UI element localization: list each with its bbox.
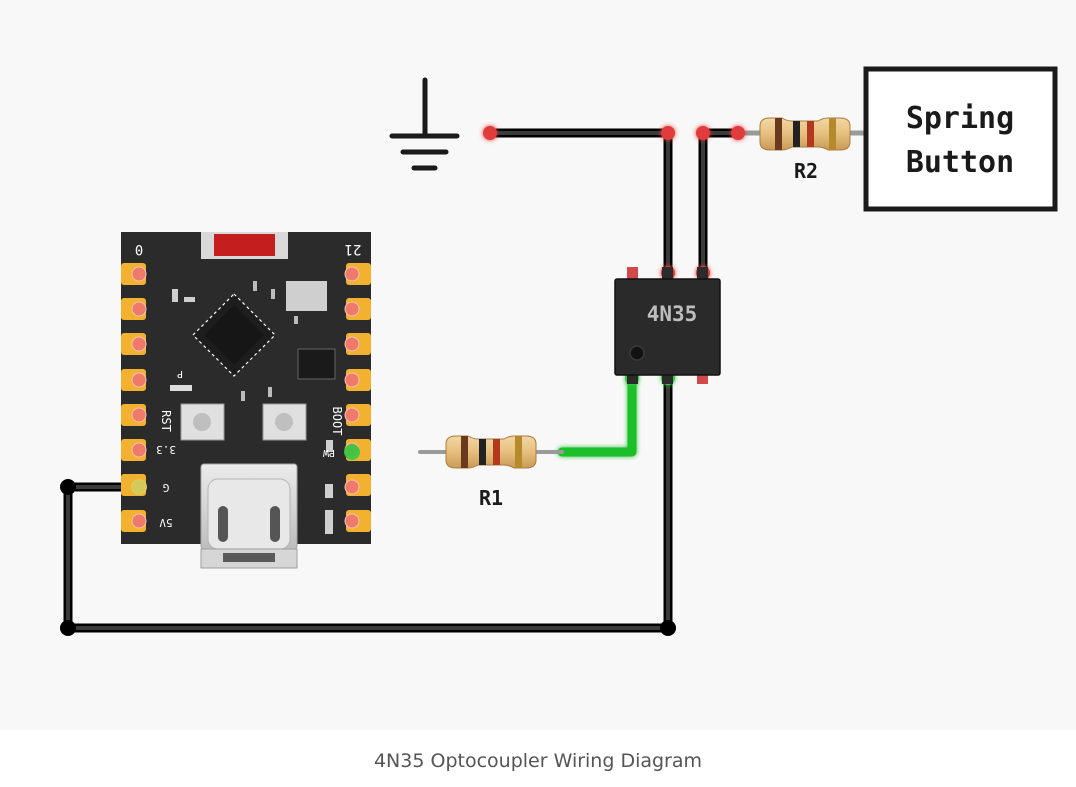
button-label-line1: Spring <box>906 101 1014 136</box>
pin-label-pwr-led: P <box>177 368 183 379</box>
resistor-r1-label: R1 <box>479 486 503 510</box>
optocoupler-label: 4N35 <box>647 302 698 326</box>
pin-label-boot: BOOT <box>330 407 344 436</box>
board-pads <box>121 263 371 532</box>
pin-label-pw: PW <box>322 447 335 458</box>
wire-opto-to-r2 <box>698 128 743 278</box>
wiring-diagram: 4N35 R2 R1 Spring Button <box>60 66 1058 636</box>
wire-ground-to-opto <box>485 128 673 278</box>
mcu-chip <box>192 293 276 377</box>
smd-components <box>170 281 336 534</box>
pin-label-21: 21 <box>345 241 362 257</box>
ground-symbol <box>389 77 460 171</box>
pin-label-5v: 5V <box>159 516 173 529</box>
pin-label-0: 0 <box>135 241 143 257</box>
optocoupler-4n35[interactable]: 4N35 <box>614 267 721 384</box>
boot-button[interactable] <box>262 403 307 441</box>
diagram-caption: 4N35 Optocoupler Wiring Diagram <box>373 750 703 772</box>
diagram-canvas: 4N35 R2 R1 Spring Button <box>60 66 1058 636</box>
pin-label-gnd: G <box>163 481 170 494</box>
resistor-r2[interactable] <box>759 117 851 151</box>
rst-button[interactable] <box>180 403 225 441</box>
usb-c-connector <box>200 463 298 569</box>
spring-button[interactable]: Spring Button <box>863 66 1058 212</box>
resistor-r1[interactable] <box>445 435 537 469</box>
microcontroller-board[interactable]: 0 21 RST BOOT 3.3 G 5V PW P <box>121 232 371 569</box>
pin-label-rst: RST <box>159 410 173 432</box>
board-silkscreen: 0 21 RST BOOT 3.3 G 5V PW P <box>135 241 362 529</box>
pin-label-3v3: 3.3 <box>156 443 176 456</box>
junctions <box>60 479 676 636</box>
button-label-line2: Button <box>906 145 1014 180</box>
resistor-r2-label: R2 <box>794 159 818 183</box>
